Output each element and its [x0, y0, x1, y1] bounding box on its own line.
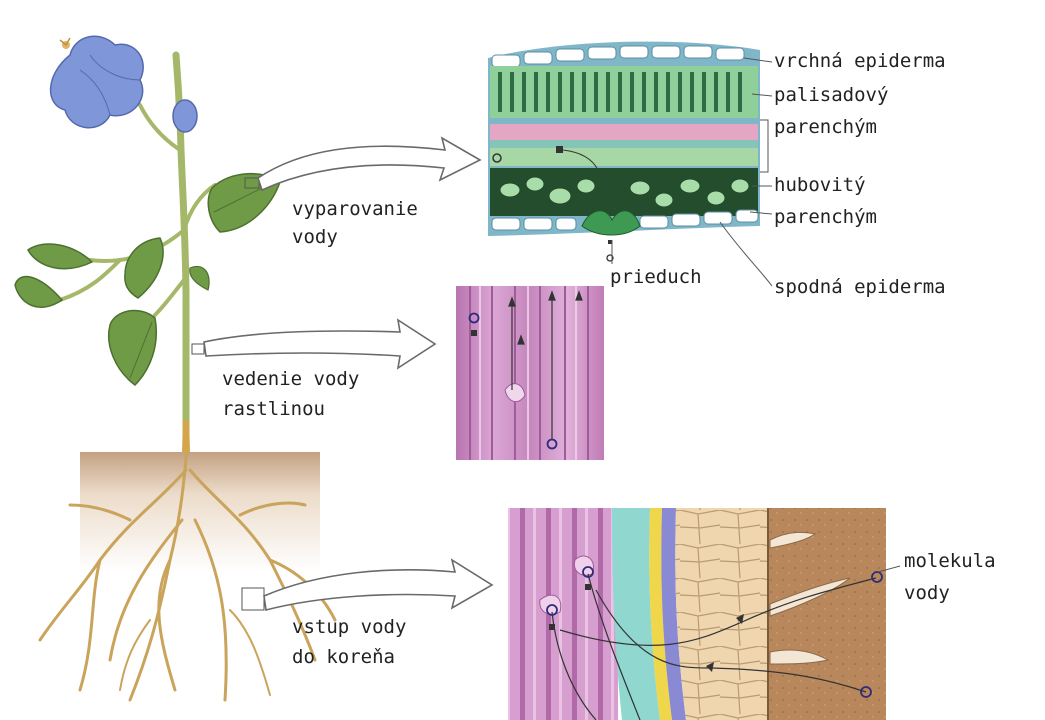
label-molekula: molekula [904, 552, 996, 571]
label-vedenie-line2: rastlinou [222, 400, 325, 419]
label-palisadovy: palisadový [774, 86, 888, 105]
leaf-mid-right [190, 267, 209, 290]
palisade-cells [500, 72, 740, 112]
label-vstup-line2: do koreňa [292, 648, 395, 667]
soil-band [80, 452, 320, 572]
label-vedenie: vedenie vody [222, 370, 359, 389]
label-vstup: vstup vody [292, 618, 406, 637]
label-hubovity: hubovitý [774, 176, 866, 195]
label-molekula-line2: vody [904, 584, 950, 603]
flower-bud-small [173, 100, 197, 132]
label-hubovity-line2: parenchým [774, 208, 877, 227]
label-spodna-epiderma: spodná epiderma [774, 278, 946, 297]
label-palisadovy-line2: parenchým [774, 118, 877, 137]
leaf-left [15, 277, 62, 308]
vascular-stripe-pink [490, 124, 758, 140]
label-prieduch: prieduch [610, 268, 702, 287]
leaf-cross-section [488, 42, 772, 286]
leaf-left-mid [28, 244, 92, 269]
leaf-water-molecule-filled [556, 146, 563, 153]
flower-large [51, 36, 144, 127]
xylem-panel [456, 286, 604, 460]
label-vrchna-epiderma: vrchná epiderma [774, 52, 946, 71]
vascular-stripe-teal [490, 140, 758, 148]
vascular-stripe-green [490, 148, 758, 166]
xylem-section [456, 286, 604, 460]
arrow-to-leaf-section [258, 138, 480, 190]
root-xylem [508, 508, 618, 720]
root-marker [242, 588, 264, 610]
stem-marker [192, 344, 204, 354]
leaf-center-left [125, 238, 163, 298]
leaf-lower [109, 311, 157, 385]
root-cortex [675, 508, 768, 720]
arrow-to-stem-section [204, 320, 435, 368]
stem-base [182, 420, 190, 452]
label-vyparovanie-line2: vody [292, 228, 338, 247]
root-section [508, 508, 900, 720]
label-vyparovanie: vyparovanie [292, 200, 418, 219]
